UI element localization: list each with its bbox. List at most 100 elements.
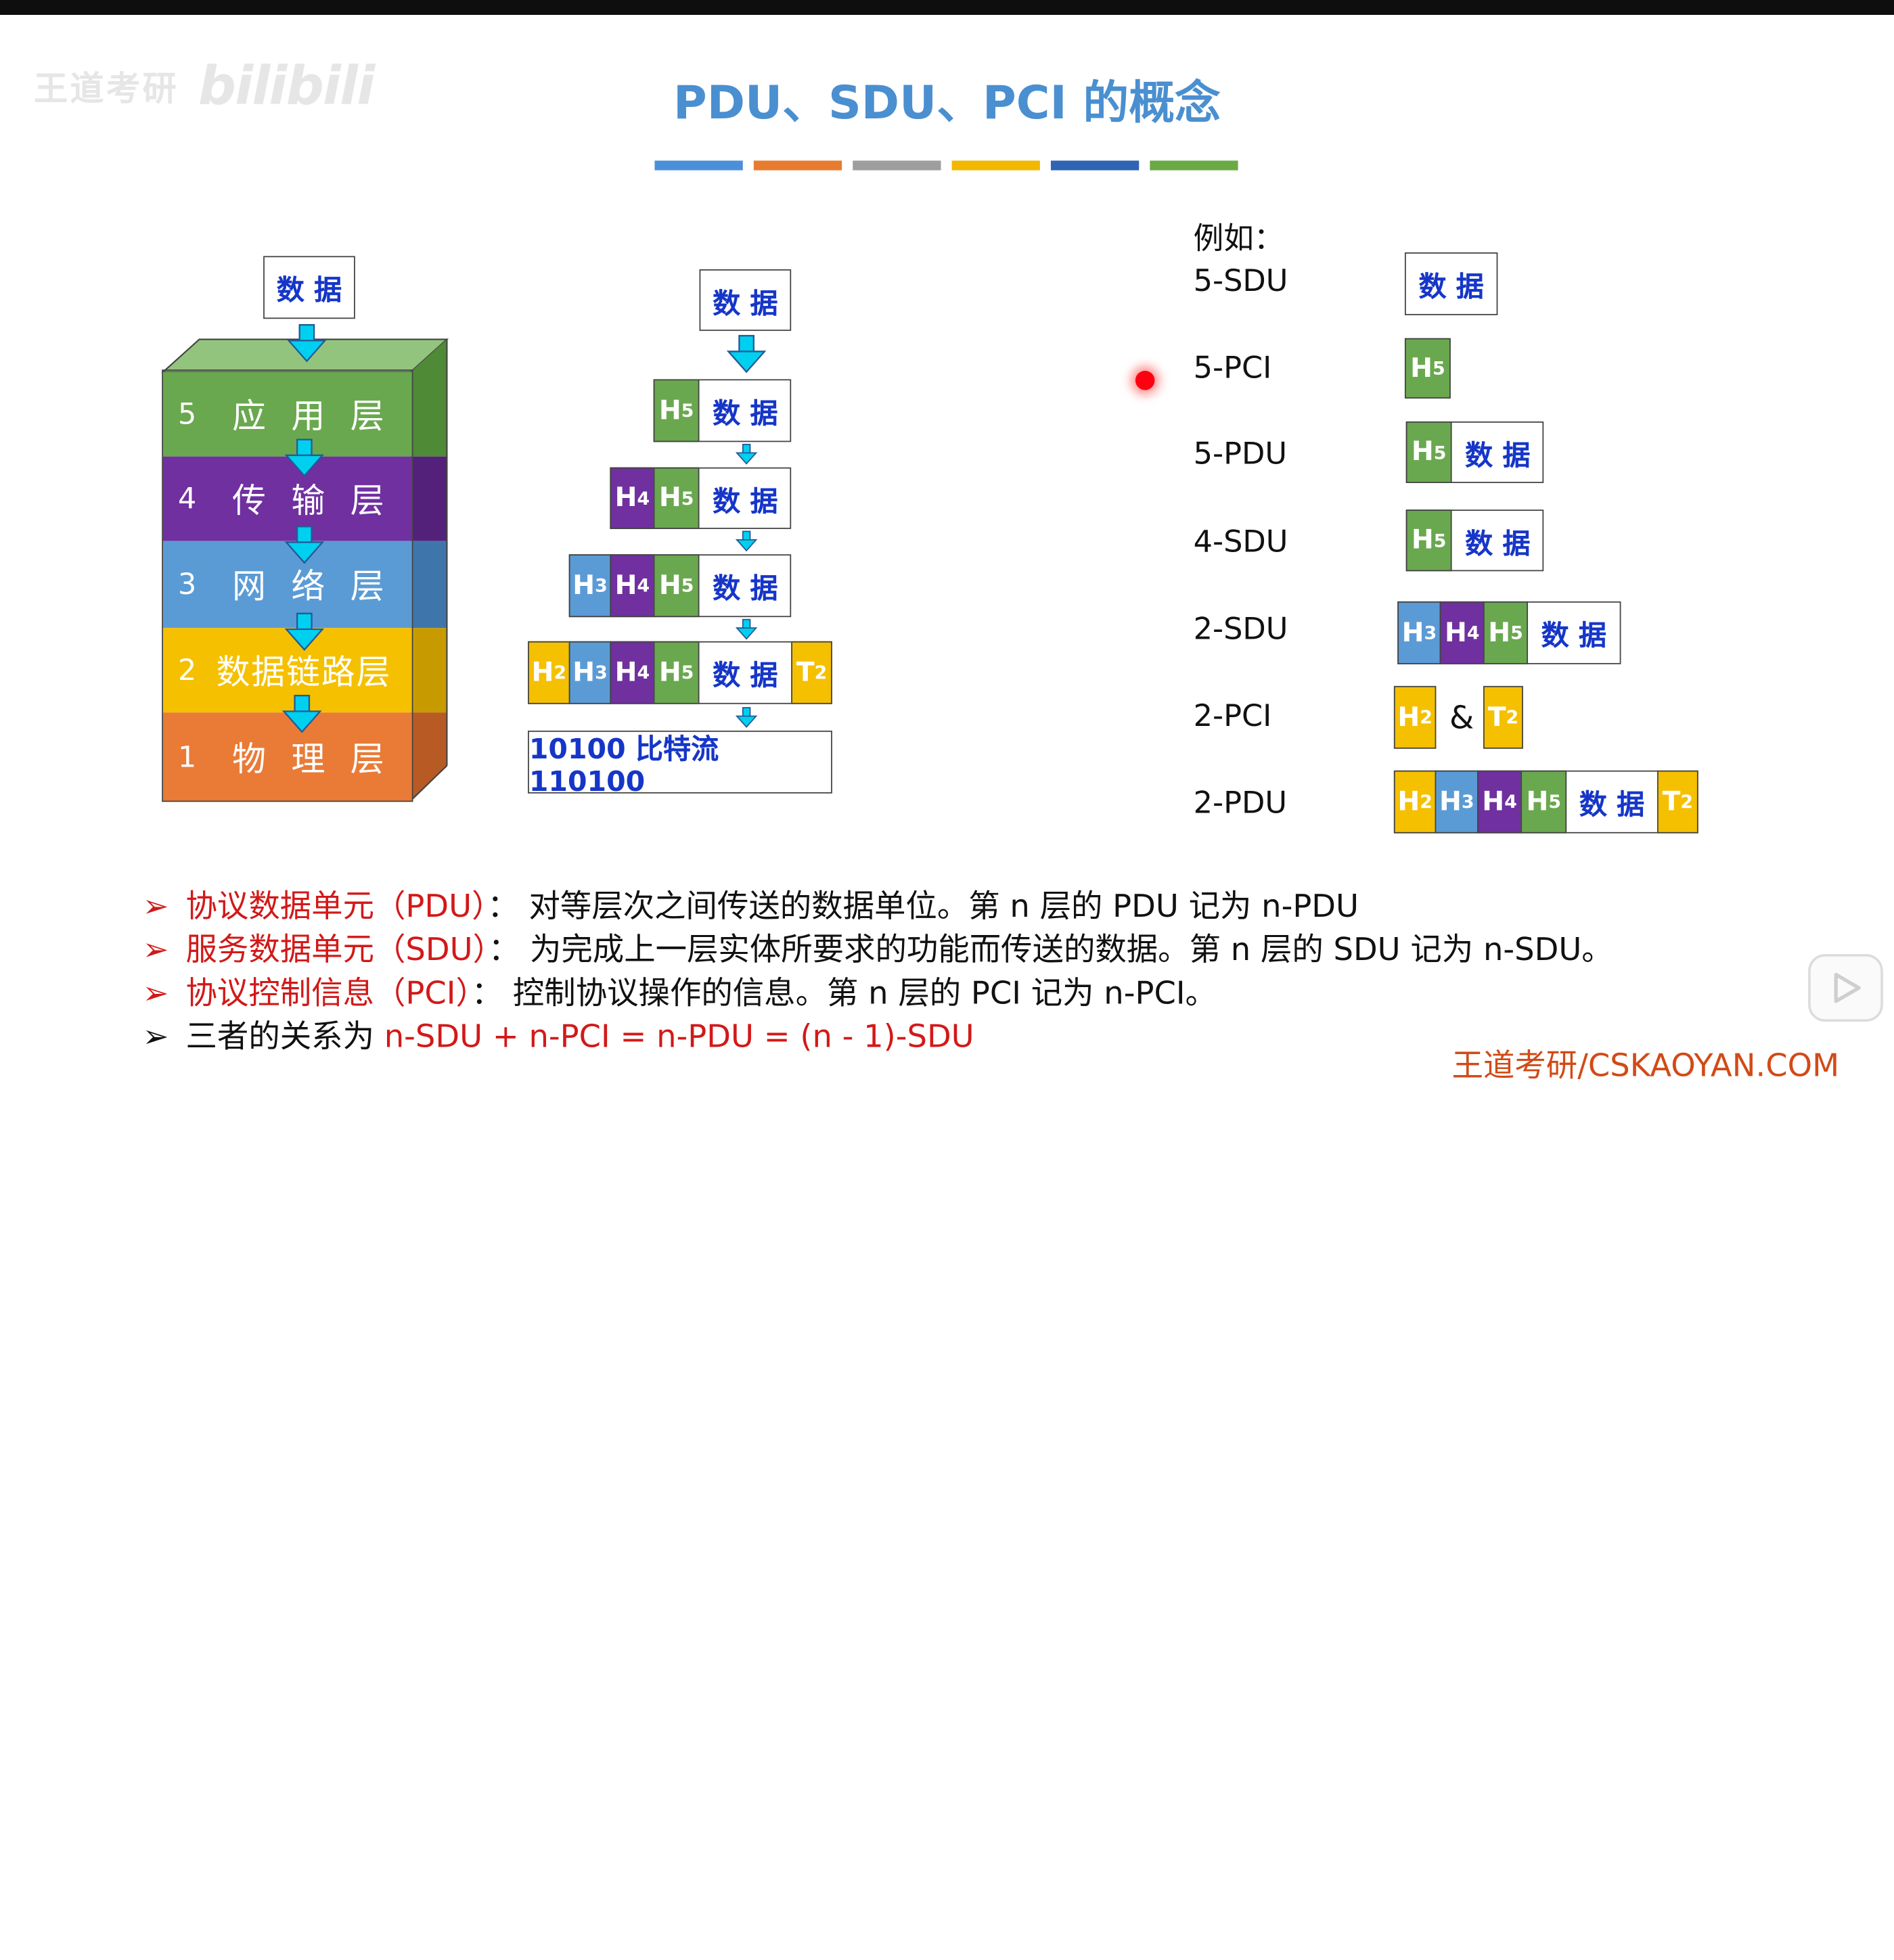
example-2-sdu-label: 2-SDU bbox=[1193, 611, 1288, 646]
h-letter: H bbox=[614, 483, 637, 514]
bullet-term: 协议数据单元（PDU） bbox=[185, 888, 488, 926]
bullet-sep: ： bbox=[471, 976, 503, 1012]
bullet-arrow-icon: ➢ bbox=[142, 1019, 169, 1056]
h-letter: H bbox=[658, 570, 681, 601]
laser-pointer-dot bbox=[1135, 370, 1155, 390]
slide-title: PDU、SDU、PCI 的概念 bbox=[673, 76, 1221, 129]
layer-2-number: 2 bbox=[178, 653, 197, 687]
bullet-desc: 为完成上一层实体所要求的功能而传送的数据。第 n 层的 SDU 记为 n-SDU… bbox=[529, 932, 1613, 969]
example-4-sdu-label: 4-SDU bbox=[1193, 524, 1288, 560]
layer-4-transport: 4 传 输 层 bbox=[162, 456, 413, 541]
layer-2-datalink: 2 数据链路层 bbox=[162, 628, 413, 713]
h-letter: H bbox=[1439, 786, 1462, 817]
bullet-pdu: ➢协议数据单元（PDU）： 对等层次之间传送的数据单位。第 n 层的 PDU 记… bbox=[143, 882, 1359, 926]
layer-3-name: 网 络 层 bbox=[232, 566, 392, 607]
watermark-brand: bilibili bbox=[198, 55, 375, 118]
footer-brand: 王道考研/CSKAOYAN.COM bbox=[1451, 1048, 1840, 1085]
encap-row1-data: 数 据 bbox=[713, 398, 778, 430]
layer-1-physical: 1 物 理 层 bbox=[162, 712, 413, 801]
example-5-pci-label: 5-PCI bbox=[1193, 350, 1272, 386]
h-letter: H bbox=[1397, 786, 1420, 817]
bullet-sep: ： bbox=[487, 888, 519, 926]
ex-2-sdu-data: 数 据 bbox=[1541, 620, 1607, 652]
bullet-sdu: ➢服务数据单元（SDU）： 为完成上一层实体所要求的功能而传送的数据。第 n 层… bbox=[143, 925, 1613, 970]
encap-data-top: 数 据 bbox=[699, 269, 792, 332]
play-icon bbox=[1834, 972, 1861, 1003]
h-letter: H bbox=[1488, 618, 1511, 648]
bullet-term: 服务数据单元（SDU） bbox=[185, 932, 489, 969]
bullet-term: 协议控制信息（PCI） bbox=[185, 976, 472, 1012]
bitstream-label: 10100 比特流 110100 bbox=[528, 734, 719, 798]
layer-1-number: 1 bbox=[178, 739, 197, 774]
layer-5-name: 应 用 层 bbox=[232, 396, 392, 436]
bilibili-watermark: 王道考研 bilibili bbox=[33, 55, 375, 118]
h-letter: H bbox=[1411, 525, 1434, 556]
layer-3-network: 3 网 络 层 bbox=[162, 541, 413, 629]
stack-arrows bbox=[283, 324, 766, 733]
bullet-pci: ➢协议控制信息（PCI）： 控制协议操作的信息。第 n 层的 PCI 记为 n-… bbox=[143, 969, 1217, 1013]
play-button[interactable] bbox=[1808, 954, 1883, 1022]
t-letter: T bbox=[1662, 786, 1681, 817]
color-bar-3 bbox=[853, 160, 941, 170]
bullet-formula: n-SDU + n-PCI = n-PDU = (n - 1)-SDU bbox=[384, 1019, 974, 1056]
stack-data-label: 数 据 bbox=[276, 275, 342, 307]
watermark-channel: 王道考研 bbox=[33, 68, 179, 108]
layer-3-number: 3 bbox=[178, 567, 197, 601]
bullet-desc: 对等层次之间传送的数据单位。第 n 层的 PDU 记为 n-PDU bbox=[528, 888, 1359, 926]
ex-5-pdu-data: 数 据 bbox=[1465, 440, 1531, 472]
h-letter: H bbox=[614, 570, 637, 601]
t-letter: T bbox=[796, 657, 815, 688]
stack-3d-shape bbox=[161, 338, 449, 802]
bullet-prefix: 三者的关系为 bbox=[185, 1019, 384, 1056]
layer-4-number: 4 bbox=[178, 482, 197, 516]
h-letter: H bbox=[572, 657, 595, 688]
layer-5-number: 5 bbox=[178, 397, 197, 432]
ex-5-sdu-box: 数 据 bbox=[1404, 252, 1498, 315]
h-letter: H bbox=[658, 483, 681, 514]
h-letter: H bbox=[531, 657, 554, 688]
color-bar-2 bbox=[753, 160, 842, 170]
h-letter: H bbox=[1444, 618, 1467, 648]
example-2-pdu-label: 2-PDU bbox=[1193, 785, 1288, 821]
bullet-sep: ： bbox=[488, 932, 520, 969]
color-bar-6 bbox=[1150, 160, 1238, 170]
h-letter: H bbox=[658, 395, 681, 426]
encap-row4-data: 数 据 bbox=[713, 660, 778, 692]
bullet-desc: 控制协议操作的信息。第 n 层的 PCI 记为 n-PCI。 bbox=[512, 976, 1217, 1012]
h-letter: H bbox=[658, 657, 681, 688]
example-heading: 例如： bbox=[1193, 221, 1284, 256]
t-letter: T bbox=[1487, 702, 1506, 733]
layer-5-application: 5 应 用 层 bbox=[162, 371, 413, 457]
h-letter: H bbox=[572, 570, 595, 601]
h-letter: H bbox=[1410, 353, 1433, 384]
h-letter: H bbox=[1526, 786, 1549, 817]
layer-4-name: 传 输 层 bbox=[232, 480, 392, 521]
example-5-pdu-label: 5-PDU bbox=[1193, 436, 1288, 472]
title-color-bars bbox=[654, 160, 1238, 170]
stack-data-box: 数 据 bbox=[263, 256, 355, 319]
example-5-sdu-label: 5-SDU bbox=[1193, 263, 1288, 298]
h-letter: H bbox=[1397, 702, 1420, 733]
color-bar-1 bbox=[654, 160, 743, 170]
